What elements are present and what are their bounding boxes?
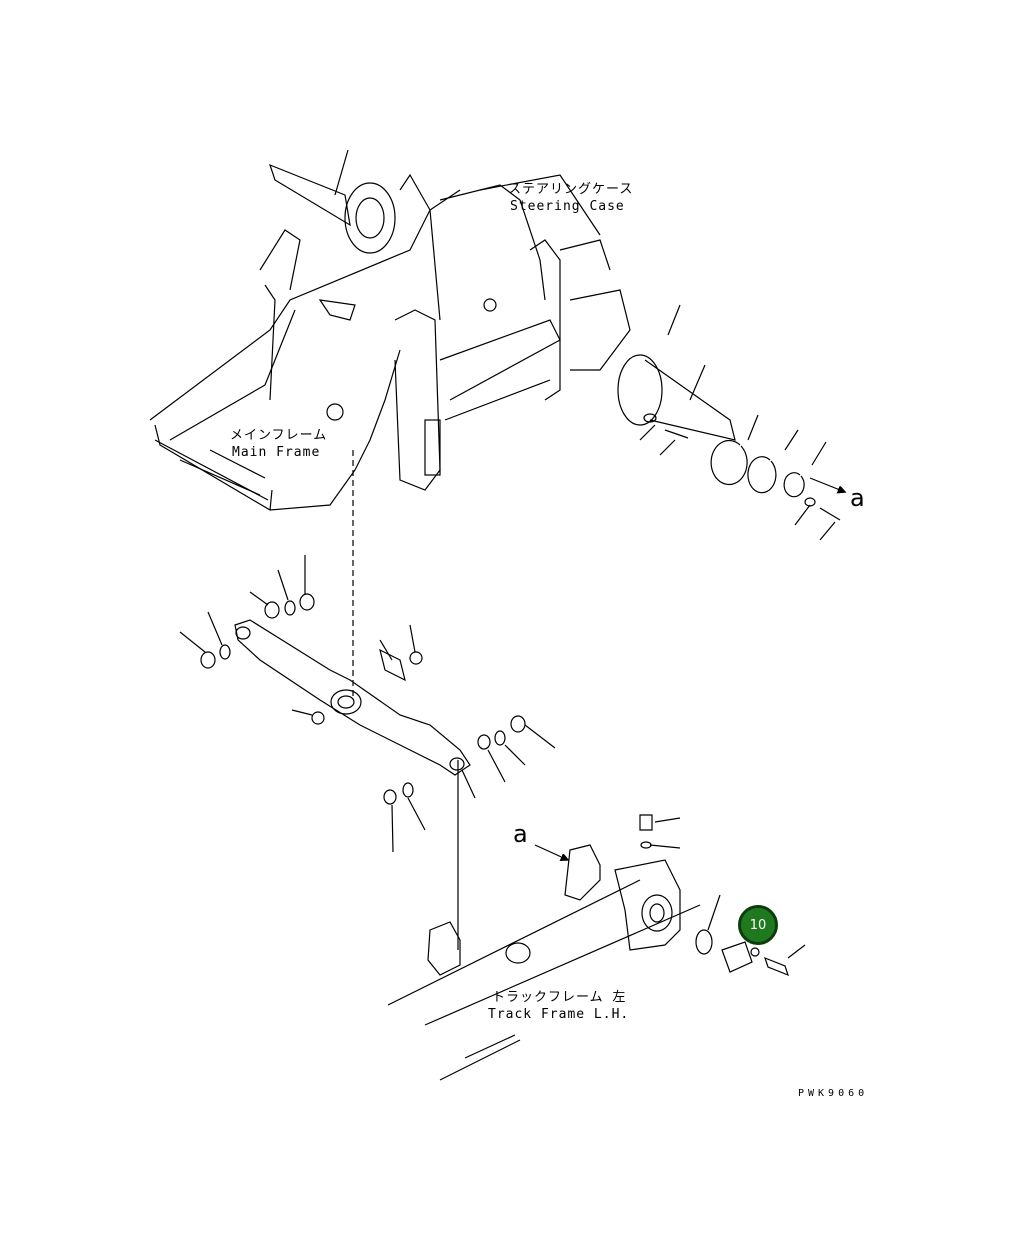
view-marker-a-top: a <box>850 484 865 512</box>
track-frame-label-en: Track Frame L.H. <box>488 1007 630 1022</box>
main-frame-label-jp: メインフレーム <box>230 428 328 443</box>
part-number-badge[interactable]: 10 <box>738 905 778 945</box>
steering-case-label-jp: ステアリングケース <box>508 182 634 197</box>
main-frame-label-en: Main Frame <box>232 445 321 460</box>
shaft-upper <box>269 149 396 254</box>
steering-case-label-en: Steering Case <box>510 199 625 214</box>
track-frame-label-jp: トラックフレーム 左 <box>492 990 627 1005</box>
drawing-code: PWK9060 <box>798 1088 869 1099</box>
track-frame <box>387 814 806 1081</box>
main-frame <box>149 173 631 511</box>
view-marker-a-bottom: a <box>513 820 528 848</box>
shaft-right <box>617 304 845 541</box>
seals-group <box>179 555 556 853</box>
